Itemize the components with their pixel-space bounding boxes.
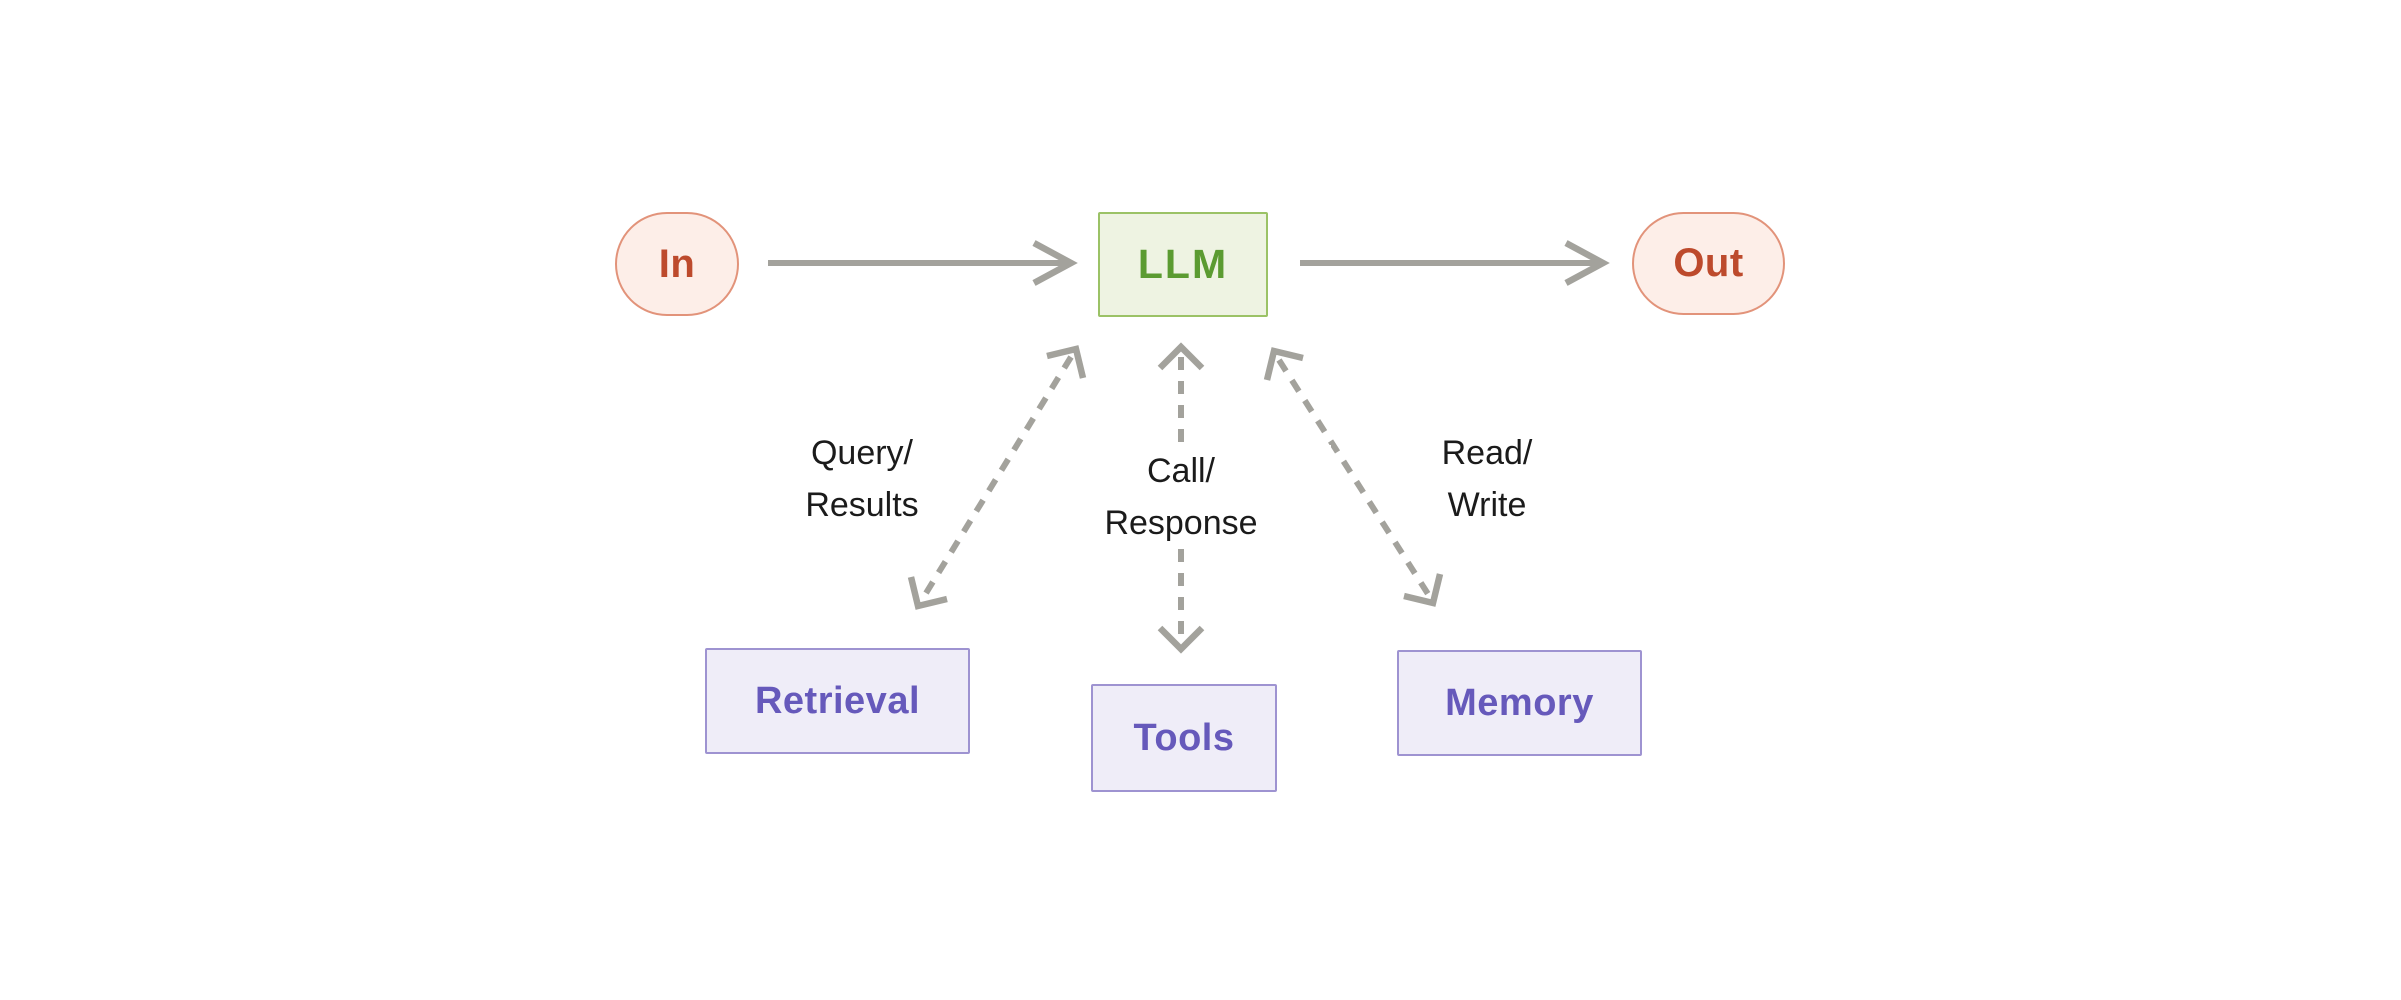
node-in: In — [615, 212, 739, 316]
node-retrieval-label: Retrieval — [754, 679, 921, 722]
node-memory: Memory — [1397, 650, 1642, 756]
arrow-llm-to-out-icon — [1300, 240, 1610, 286]
node-retrieval: Retrieval — [705, 648, 970, 754]
edge-label-call-line1: Call/ — [1146, 452, 1216, 490]
edge-label-read-line1: Read/ — [1441, 434, 1533, 472]
edge-label-read-line2: Write — [1447, 486, 1527, 524]
node-llm-label: LLM — [1137, 241, 1229, 287]
node-tools-label: Tools — [1133, 716, 1235, 759]
edge-label-call-line2: Response — [1104, 504, 1258, 542]
edge-label-query-line1: Query/ — [810, 434, 914, 472]
arrow-in-to-llm-icon — [768, 240, 1078, 286]
edge-label-query-line2: Results — [805, 486, 919, 524]
edge-label-call-response: Call/ Response — [1031, 445, 1331, 549]
edge-label-query-results: Query/ Results — [712, 427, 1012, 531]
node-out: Out — [1632, 212, 1785, 315]
dashed-arrow-llm-tools-icon — [1157, 342, 1205, 654]
node-llm: LLM — [1098, 212, 1268, 317]
node-out-label: Out — [1673, 241, 1744, 285]
node-memory-label: Memory — [1445, 681, 1594, 724]
node-in-label: In — [658, 241, 696, 286]
dashed-arrow-llm-memory-icon — [1263, 347, 1444, 607]
node-tools: Tools — [1091, 684, 1277, 792]
edge-label-read-write: Read/ Write — [1337, 427, 1637, 531]
dashed-arrow-llm-retrieval-icon — [907, 345, 1087, 610]
